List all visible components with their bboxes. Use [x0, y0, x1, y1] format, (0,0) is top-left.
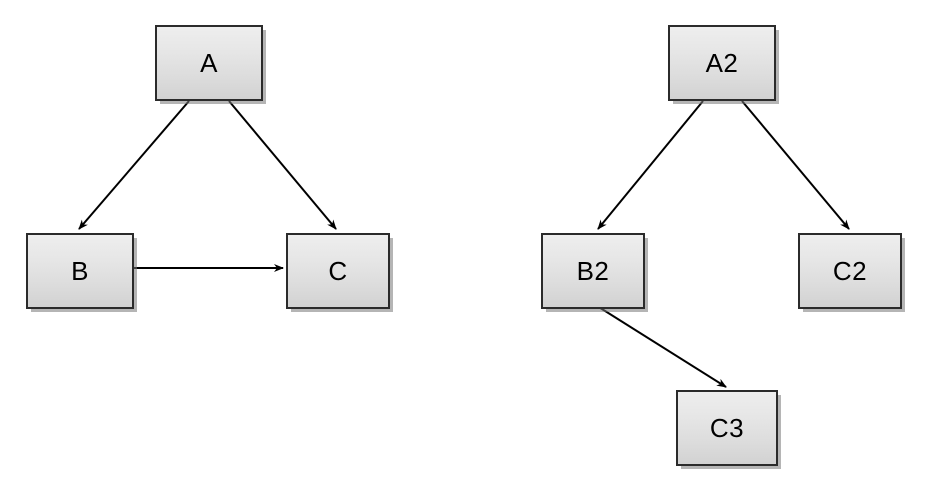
node-b2[interactable]: B2 — [541, 233, 645, 309]
node-c-label: C — [328, 256, 348, 286]
node-c3[interactable]: C3 — [676, 390, 778, 466]
node-b2-label: B2 — [576, 256, 610, 286]
edge-a-to-b — [78, 100, 190, 230]
node-c2-label: C2 — [832, 256, 868, 286]
node-a[interactable]: A — [155, 25, 263, 101]
node-c3-label: C3 — [709, 413, 745, 443]
node-c2[interactable]: C2 — [798, 233, 902, 309]
node-c[interactable]: C — [286, 233, 390, 309]
edge-a2-to-b2 — [597, 100, 704, 230]
node-a2[interactable]: A2 — [668, 25, 776, 101]
node-a-label: A — [200, 48, 218, 78]
node-b[interactable]: B — [26, 233, 134, 309]
edge-b2-to-c3 — [593, 303, 727, 388]
edge-a2-to-c2 — [741, 100, 850, 230]
node-a2-label: A2 — [705, 48, 739, 78]
edge-a-to-c — [228, 100, 337, 230]
node-b-label: B — [71, 256, 89, 286]
